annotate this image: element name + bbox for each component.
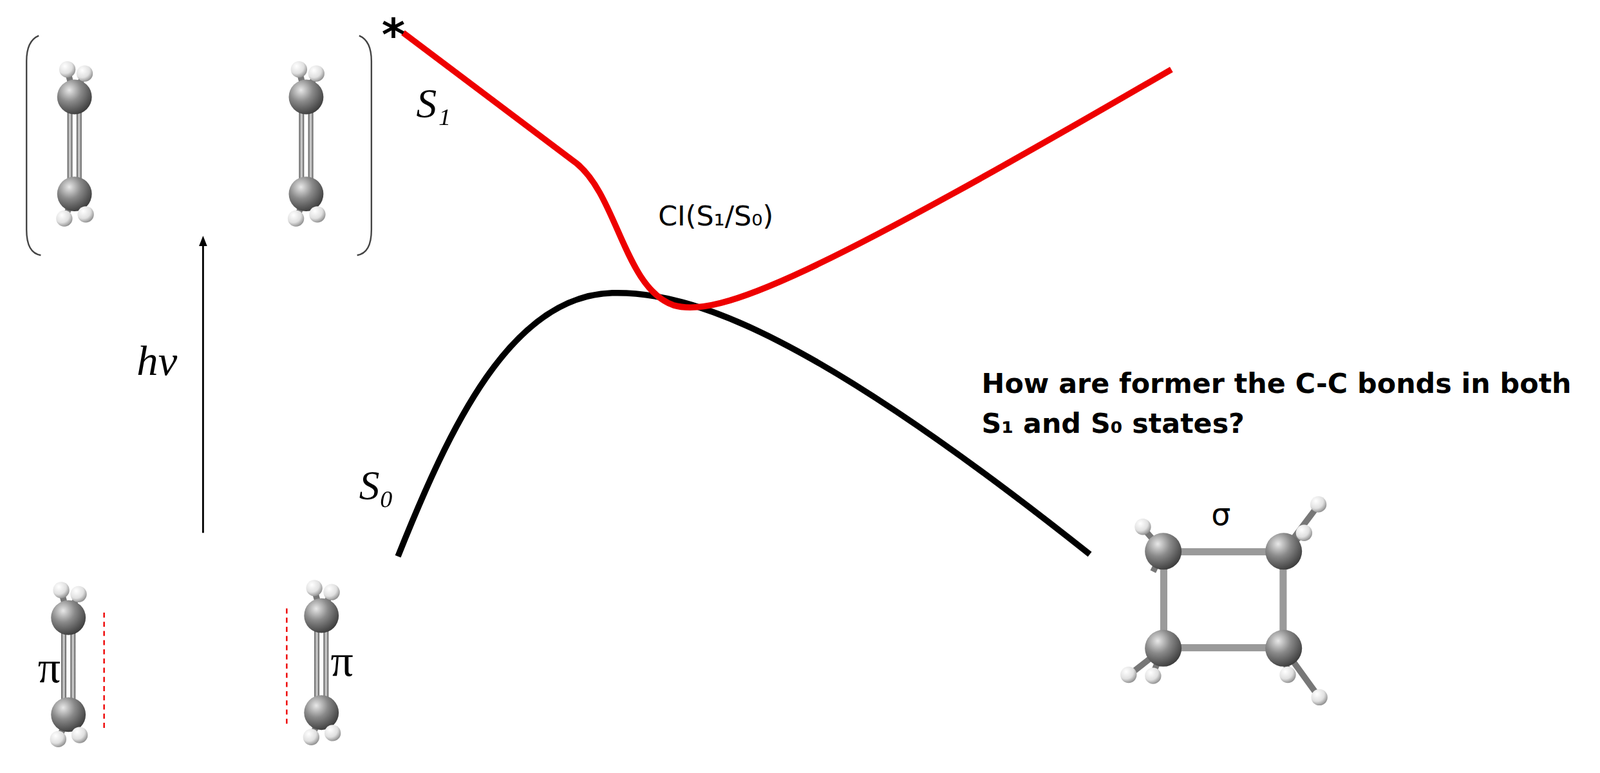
pi-bond-label: π [330, 634, 353, 689]
sigma-bond-label: σ [1211, 495, 1231, 533]
photon-label: hv [136, 334, 178, 387]
excited-star: * [381, 8, 405, 63]
state-label: S₀ [359, 461, 395, 510]
intersection-label: CI(S₁/S₀) [658, 200, 774, 234]
state-label: S₁ [416, 79, 452, 129]
question-text: How are former the C-C bonds in both S₁ … [981, 363, 1595, 443]
pi-bond-label: π [37, 640, 61, 695]
